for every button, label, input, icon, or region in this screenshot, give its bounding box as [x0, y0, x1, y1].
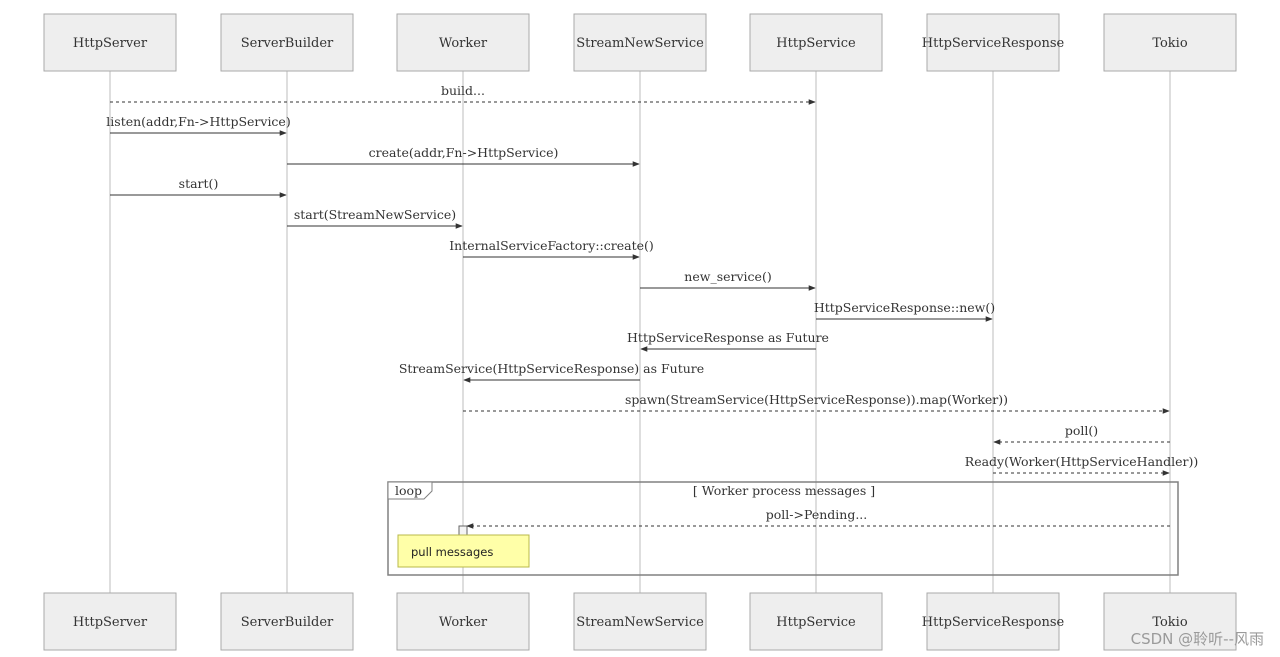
actor-box	[1103, 592, 1237, 651]
message-label: create(addr,Fn->HttpService)	[369, 145, 559, 160]
actor-worker-bottom: Worker	[396, 592, 530, 651]
actor-server-builder-bottom: ServerBuilder	[220, 592, 354, 651]
message-label: start(StreamNewService)	[294, 207, 456, 222]
message-label: StreamService(HttpServiceResponse) as Fu…	[399, 361, 704, 376]
actor-box	[396, 592, 530, 651]
loop-label: loop	[395, 483, 422, 498]
note: pull messages	[397, 534, 530, 568]
actor-box	[749, 592, 883, 651]
loop-tag	[387, 481, 433, 500]
message-9: HttpServiceResponse as Future	[627, 330, 829, 352]
actor-tokio-bottom: Tokio	[1103, 592, 1237, 651]
message-14: poll->Pending...	[466, 507, 1170, 529]
actor-box	[1103, 13, 1237, 72]
actor-label: StreamNewService	[576, 36, 704, 51]
message-8: HttpServiceResponse::new()	[814, 300, 995, 322]
actor-label: StreamNewService	[576, 615, 704, 630]
actor-http-service-response-bottom: HttpServiceResponse	[922, 592, 1065, 651]
message-11: spawn(StreamService(HttpServiceResponse)…	[463, 392, 1170, 414]
actor-http-service-bottom: HttpService	[749, 592, 883, 651]
message-3: create(addr,Fn->HttpService)	[287, 145, 640, 167]
actor-box	[220, 13, 354, 72]
actor-stream-new-service-bottom: StreamNewService	[573, 592, 707, 651]
message-label: listen(addr,Fn->HttpService)	[106, 114, 290, 129]
actor-box	[43, 592, 177, 651]
actor-http-server-bottom: HttpServer	[43, 592, 177, 651]
message-label: HttpServiceResponse::new()	[814, 300, 995, 315]
actor-label: Worker	[439, 615, 488, 630]
message-13: Ready(Worker(HttpServiceHandler))	[965, 454, 1198, 476]
messages: build... listen(addr,Fn->HttpService) crea…	[106, 83, 1198, 529]
note-box	[397, 534, 530, 568]
actor-box	[43, 13, 177, 72]
actor-tokio-top: Tokio	[1103, 13, 1237, 72]
actor-label: Worker	[439, 36, 488, 51]
actor-http-server-top: HttpServer	[43, 13, 177, 72]
loop-fragment: loop [ Worker process messages ]	[387, 481, 1179, 576]
message-4: start()	[110, 176, 287, 198]
message-label: poll->Pending...	[766, 507, 868, 522]
lifelines	[109, 71, 1171, 593]
actor-label: HttpServer	[73, 615, 148, 630]
actor-label: Tokio	[1152, 615, 1188, 630]
message-6: InternalServiceFactory::create()	[449, 238, 654, 260]
actor-box	[396, 13, 530, 72]
actor-box	[749, 13, 883, 72]
actor-box	[573, 13, 707, 72]
message-label: HttpServiceResponse as Future	[627, 330, 829, 345]
actor-server-builder-top: ServerBuilder	[220, 13, 354, 72]
actor-box	[220, 592, 354, 651]
actor-label: ServerBuilder	[241, 36, 334, 51]
message-label: Ready(Worker(HttpServiceHandler))	[965, 454, 1198, 469]
actor-box	[573, 592, 707, 651]
note-label: pull messages	[411, 545, 493, 559]
actor-label: Tokio	[1152, 36, 1188, 51]
actor-label: ServerBuilder	[241, 615, 334, 630]
actor-label: HttpServiceResponse	[922, 615, 1065, 630]
actor-label: HttpServer	[73, 36, 148, 51]
actor-http-service-response-top: HttpServiceResponse	[922, 13, 1065, 72]
message-7: new_service()	[640, 269, 816, 291]
loop-box	[387, 481, 1179, 576]
actor-http-service-top: HttpService	[749, 13, 883, 72]
actor-label: HttpServiceResponse	[922, 36, 1065, 51]
message-label: poll()	[1065, 423, 1098, 438]
actor-box	[926, 592, 1060, 651]
message-label: spawn(StreamService(HttpServiceResponse)…	[625, 392, 1008, 407]
message-label: start()	[179, 176, 219, 191]
loop-condition: [ Worker process messages ]	[693, 483, 875, 498]
actor-label: HttpService	[776, 615, 856, 630]
message-label: InternalServiceFactory::create()	[449, 238, 654, 253]
actor-worker-top: Worker	[396, 13, 530, 72]
actor-box	[926, 13, 1060, 72]
watermark: CSDN @聆听--风雨	[1130, 630, 1264, 648]
message-2: listen(addr,Fn->HttpService)	[106, 114, 291, 136]
message-5: start(StreamNewService)	[287, 207, 463, 229]
message-label: new_service()	[684, 269, 771, 284]
message-label: build...	[441, 83, 485, 98]
actor-label: HttpService	[776, 36, 856, 51]
message-12: poll()	[993, 423, 1170, 445]
actors-bottom: HttpServer ServerBuilder Worker StreamNewSe…	[43, 592, 1237, 651]
message-1: build...	[110, 83, 816, 105]
actors-top: HttpServer ServerBuilder Worker StreamNewSe…	[43, 13, 1237, 72]
message-10: StreamService(HttpServiceResponse) as Fu…	[399, 361, 704, 383]
actor-stream-new-service-top: StreamNewService	[573, 13, 707, 72]
